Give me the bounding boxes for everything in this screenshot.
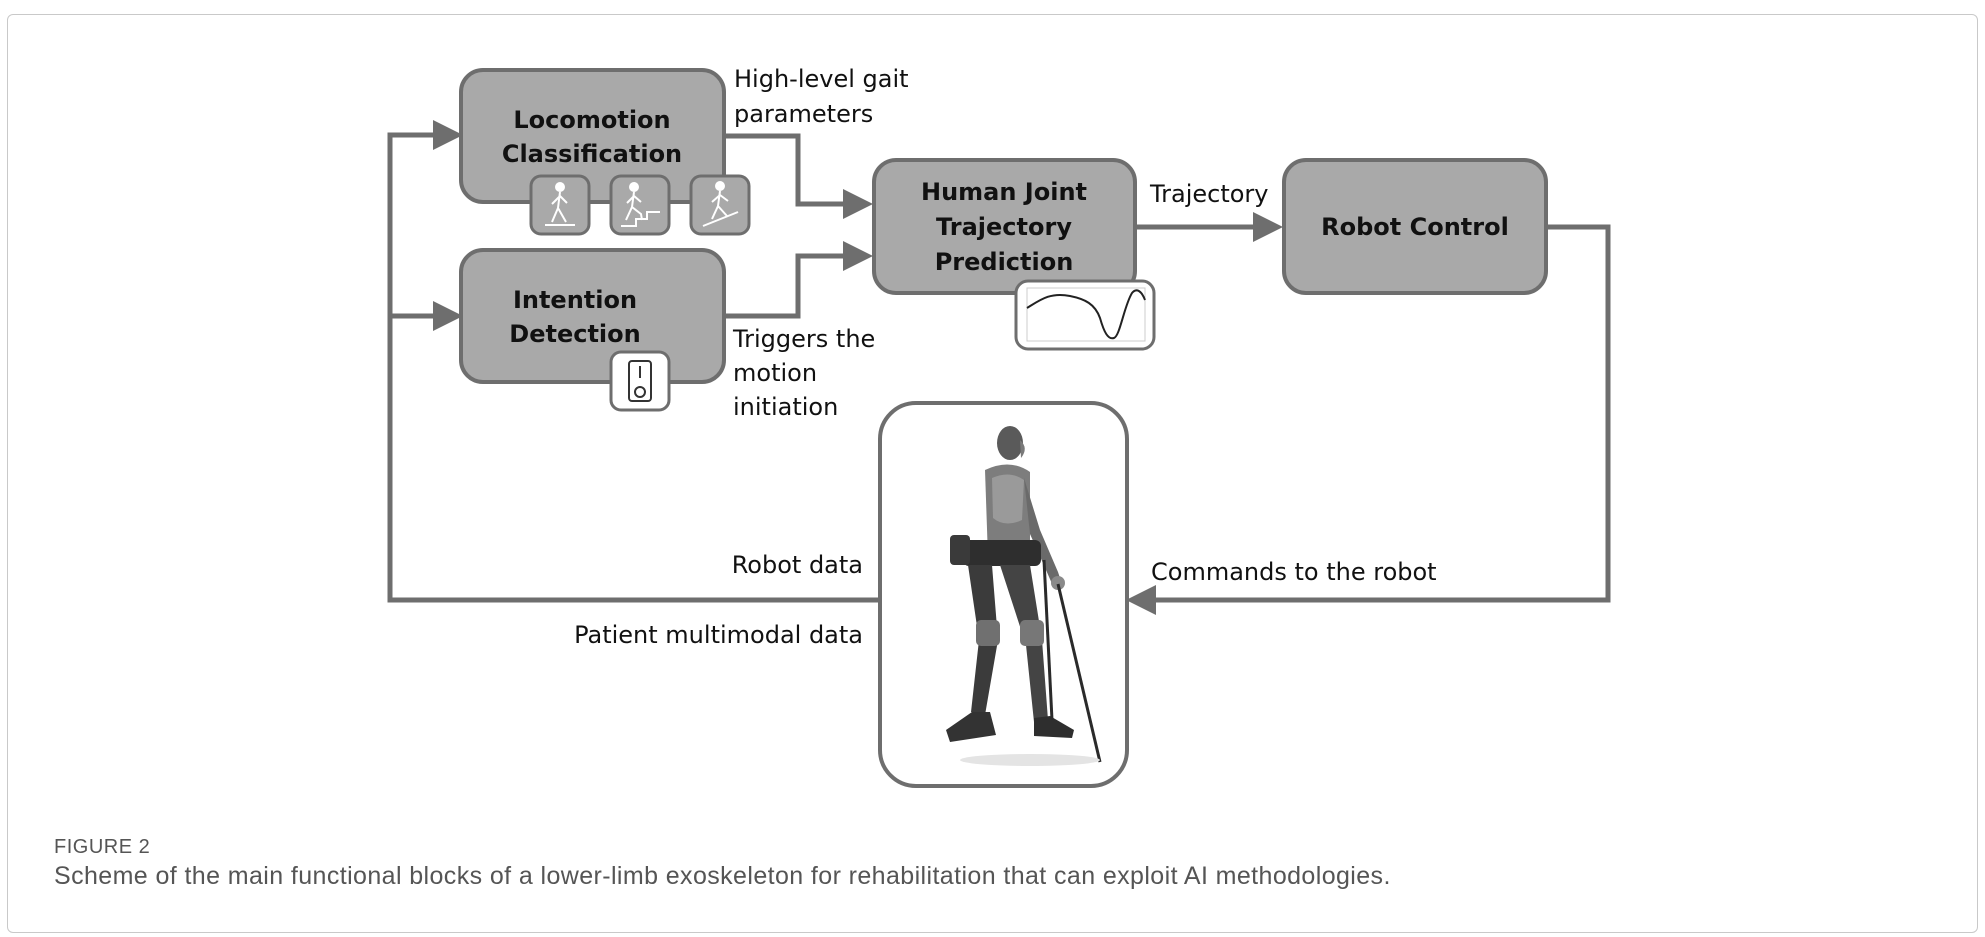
walking-stairs-icon [609, 174, 671, 236]
figure-frame [7, 14, 1978, 933]
arrow-feedback-loop [387, 120, 880, 603]
triggers-label-line1: Triggers the [732, 325, 875, 353]
locomotion-classification-block: Locomotion Classification [459, 68, 726, 204]
trajectory-plot-icon [1014, 279, 1156, 351]
intention-label-line2: Detection [509, 320, 640, 348]
trajectory-prediction-block: Human Joint Trajectory Prediction [872, 158, 1137, 295]
person-silhouette [946, 426, 1102, 766]
connectors [387, 120, 1611, 615]
figure-caption: Scheme of the main functional blocks of … [54, 862, 1391, 890]
figure-number: FIGURE 2 [54, 836, 151, 858]
arrow-robot-control-to-exoskeleton [1126, 224, 1611, 615]
prediction-label-line3: Prediction [935, 248, 1074, 276]
connector-labels: High-level gait parameters Triggers the … [574, 65, 1436, 649]
intention-label-line1: Intention [513, 286, 637, 314]
patient-data-label: Patient multimodal data [574, 621, 863, 649]
walking-level-icon [529, 174, 591, 236]
switch-icon [609, 350, 671, 412]
high-level-label-line2: parameters [734, 100, 873, 128]
trajectory-label: Trajectory [1149, 180, 1269, 208]
prediction-label-line1: Human Joint [921, 178, 1087, 206]
locomotion-label-line1: Locomotion [513, 106, 670, 134]
robot-control-block: Robot Control [1282, 158, 1548, 295]
locomotion-label-line2: Classification [502, 140, 682, 168]
high-level-label-line1: High-level gait [734, 65, 909, 93]
intention-detection-block: Intention Detection [459, 248, 726, 384]
prediction-label-line2: Trajectory [936, 213, 1072, 241]
walking-slope-icon [689, 174, 751, 236]
robot-data-label: Robot data [732, 551, 863, 579]
triggers-label-line3: initiation [733, 393, 838, 421]
arrow-locomotion-to-prediction [723, 133, 873, 219]
exoskeleton-person-photo [878, 401, 1129, 788]
commands-label: Commands to the robot [1151, 558, 1437, 586]
triggers-label-line2: motion [733, 359, 817, 387]
robot-control-label: Robot Control [1321, 213, 1509, 241]
arrow-intention-to-prediction [723, 241, 873, 319]
